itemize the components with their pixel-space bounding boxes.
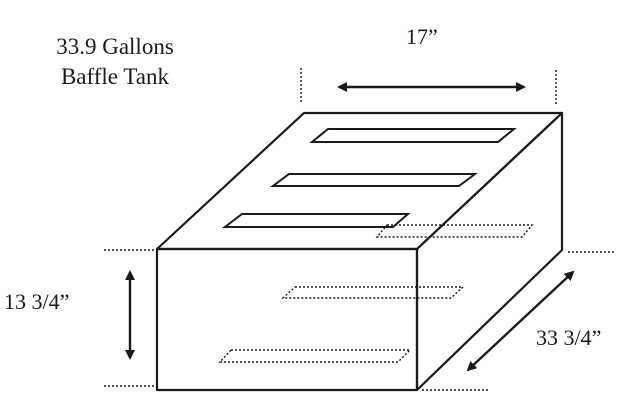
title-line-capacity: 33.9 Gallons [56,34,174,59]
length-arrow [466,270,575,372]
title-line-name: Baffle Tank [60,64,170,89]
hidden-baffles [218,224,534,363]
tank-front-face [155,247,419,392]
tank-top-face [155,111,564,251]
tank-top-slots [222,128,517,228]
hidden-baffle-1 [375,224,534,238]
top-slot-3 [222,213,411,228]
top-slot-2 [270,173,478,187]
height-dimension-label: 13 3/4” [4,289,70,314]
tank-side-face [415,111,564,392]
width-dimension [300,68,557,104]
tank-body [155,111,564,392]
length-dimension [422,251,614,391]
hidden-baffle-2 [281,286,465,299]
top-slot-1 [309,128,517,143]
diagram-title: 33.9 Gallons Baffle Tank [30,32,200,92]
hidden-baffle-3 [218,349,412,363]
height-dimension [104,249,154,387]
width-dimension-label: 17” [406,24,438,49]
